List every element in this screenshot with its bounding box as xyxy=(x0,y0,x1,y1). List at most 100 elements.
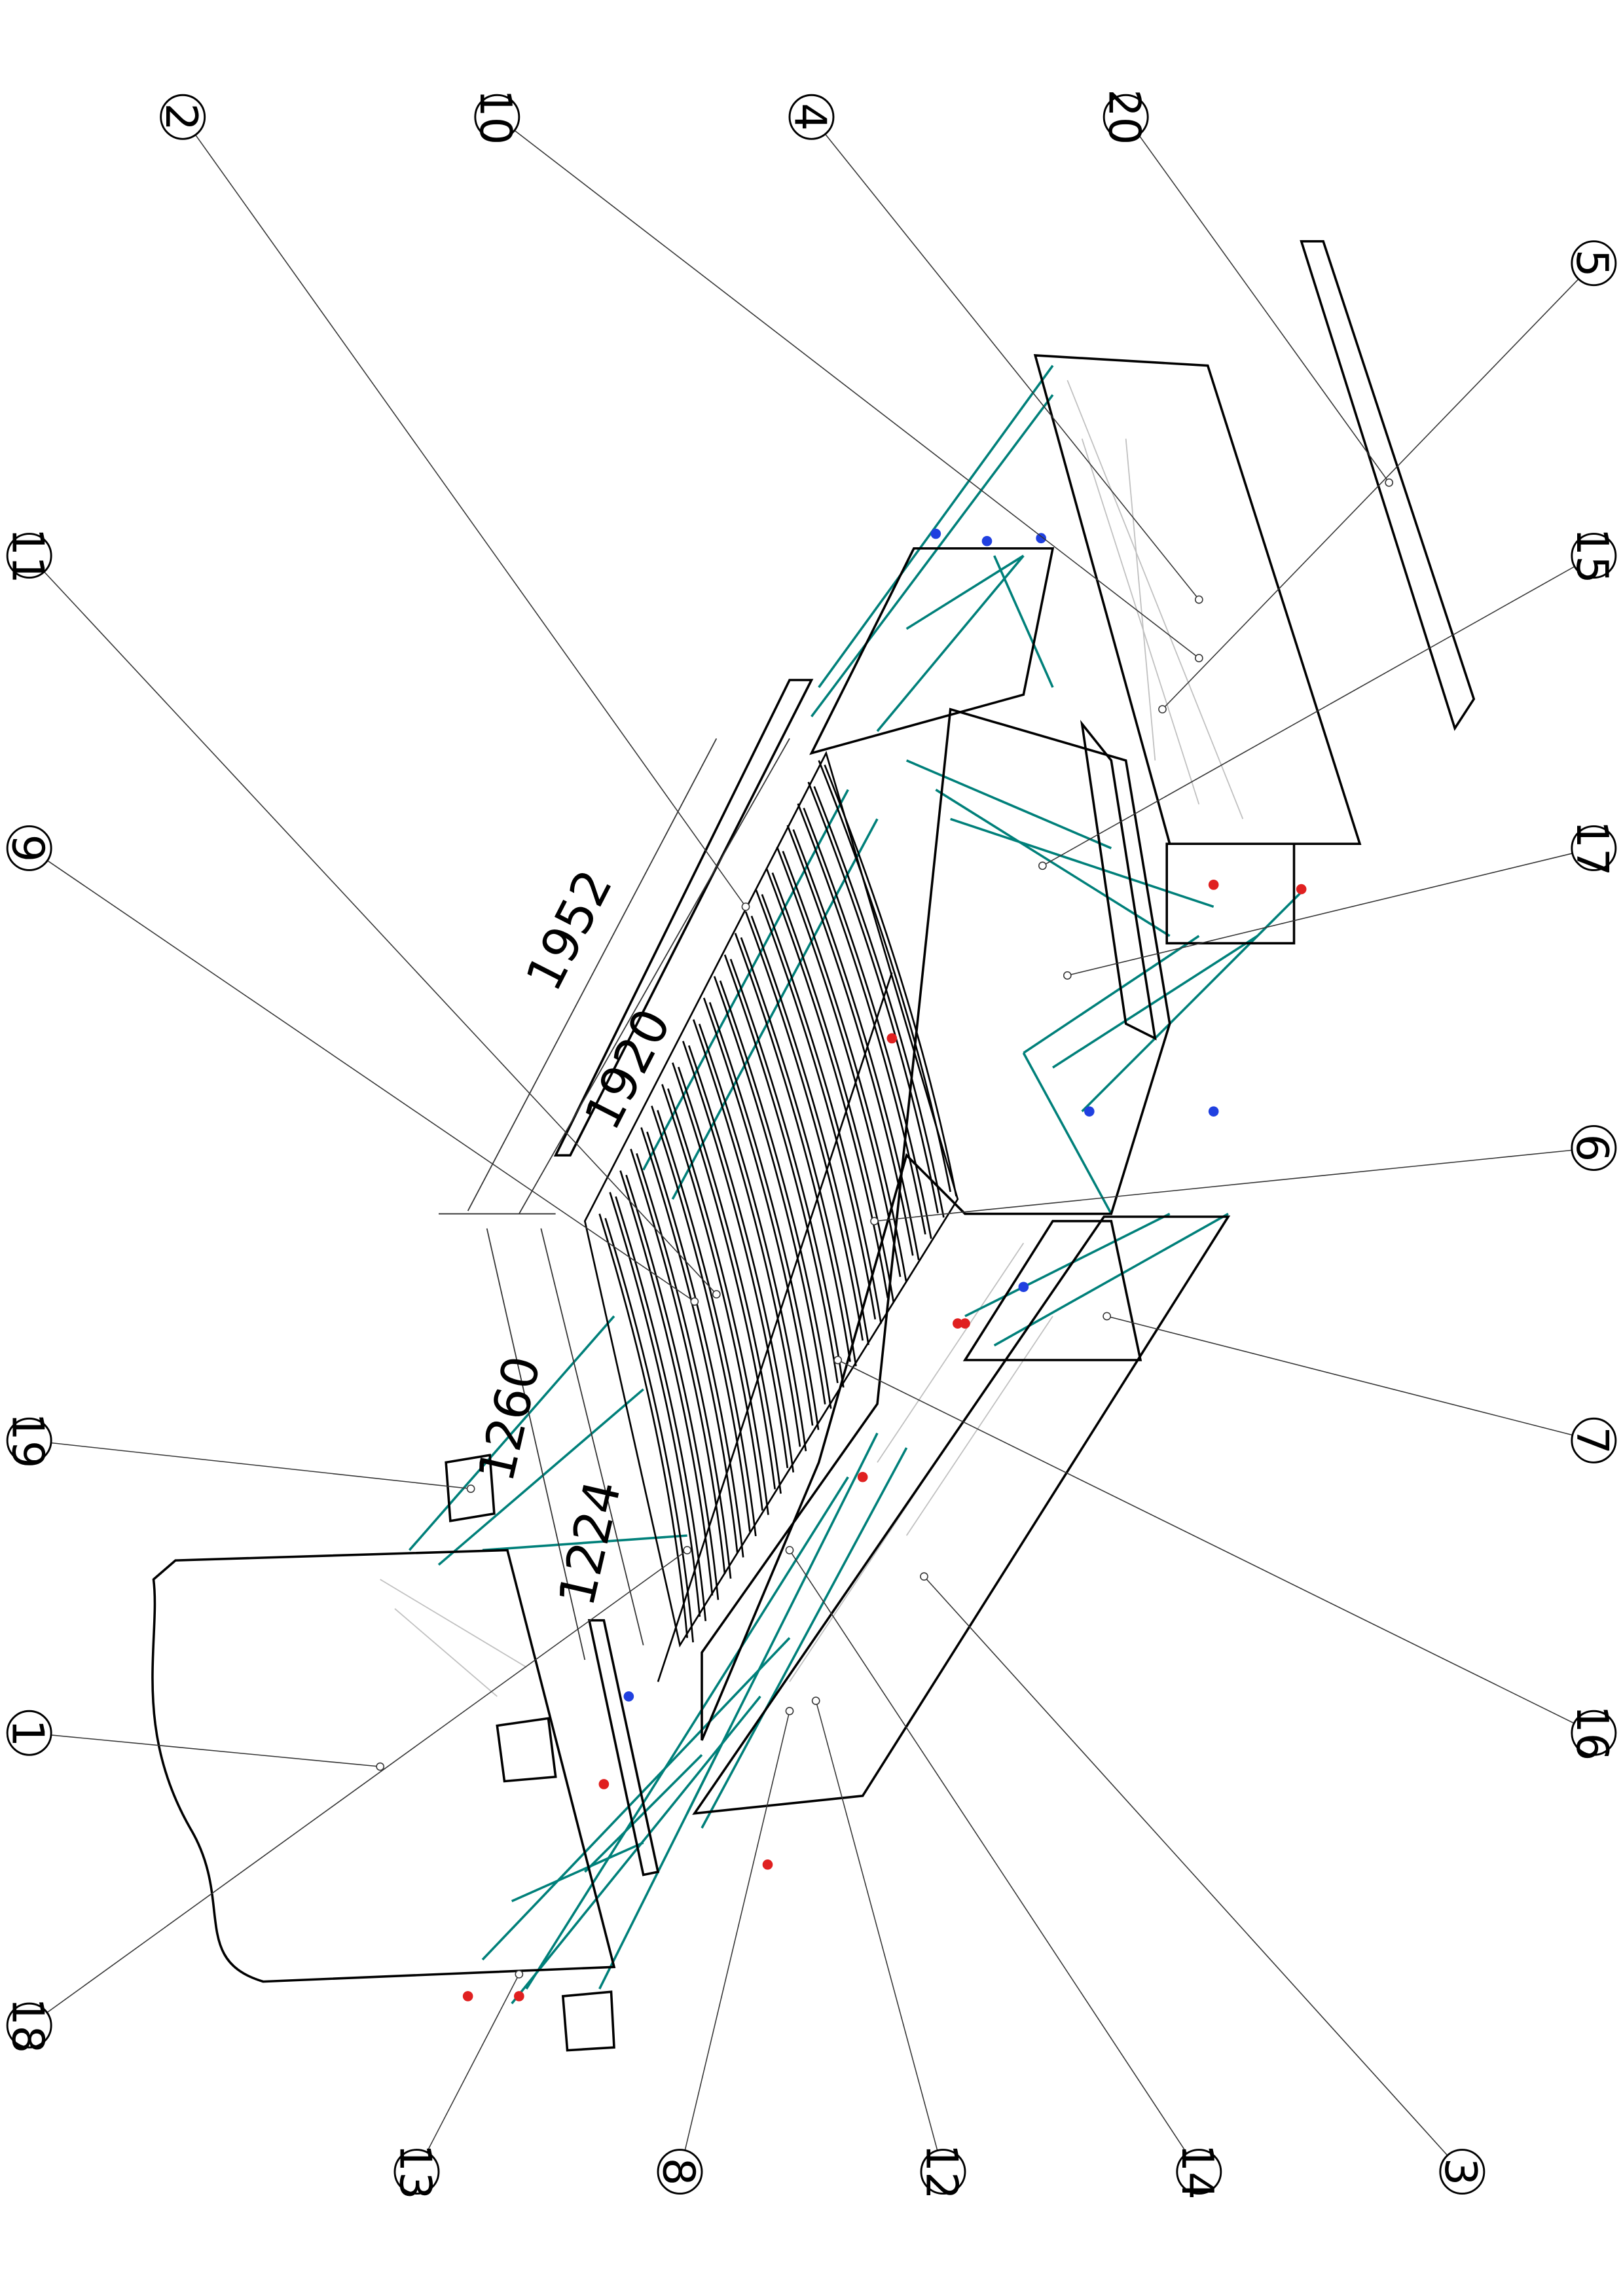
leader-dot xyxy=(870,1217,879,1226)
slat xyxy=(702,997,814,1426)
dowel-line xyxy=(1023,935,1200,1054)
slat xyxy=(677,1066,782,1494)
dowel-line xyxy=(818,365,1054,689)
leader-line xyxy=(1042,565,1575,867)
callout-circle xyxy=(657,2149,703,2195)
leader-line xyxy=(874,1149,1573,1222)
hidden-line xyxy=(394,1608,498,1697)
hidden-line xyxy=(380,1579,527,1668)
leader-line xyxy=(194,134,746,907)
callout-11: 11 xyxy=(2,528,53,583)
callout-circle xyxy=(160,94,206,140)
footboard-panel xyxy=(151,1549,616,1983)
screw-red xyxy=(886,1033,898,1044)
screw-red xyxy=(857,1471,868,1482)
dowel-line xyxy=(964,1212,1171,1318)
leader-line xyxy=(46,860,695,1302)
screw-red xyxy=(1208,879,1219,890)
leader-line xyxy=(1106,1316,1573,1436)
callout-label: 17 xyxy=(1567,820,1618,876)
callout-label: 20 xyxy=(1099,89,1150,145)
screw-blue xyxy=(930,528,941,539)
leader-dot xyxy=(712,1290,721,1299)
slat xyxy=(619,1170,714,1596)
callout-2: 2 xyxy=(156,94,207,140)
callout-label: 2 xyxy=(156,103,207,131)
slat xyxy=(723,954,839,1384)
slat-frame-center-rail xyxy=(657,972,893,1682)
dowel-line xyxy=(993,1212,1229,1347)
callout-circle xyxy=(788,94,835,140)
callout-14: 14 xyxy=(1172,2144,1223,2199)
callout-label: 18 xyxy=(2,1998,53,2053)
callout-17: 17 xyxy=(1567,820,1618,876)
slat xyxy=(698,1023,807,1452)
bracket-13 xyxy=(561,1990,615,2052)
callout-7: 7 xyxy=(1567,1417,1618,1463)
slat xyxy=(708,1001,820,1430)
slat xyxy=(740,937,857,1367)
hidden-line xyxy=(1125,439,1156,761)
callout-16: 16 xyxy=(1567,1705,1618,1761)
leader-line xyxy=(1067,853,1573,977)
callout-20: 20 xyxy=(1099,89,1150,145)
dowel-line xyxy=(993,555,1054,688)
callout-label: 15 xyxy=(1567,528,1618,583)
slat-frame xyxy=(583,751,959,1682)
slat xyxy=(771,872,895,1303)
slat xyxy=(598,1213,689,1638)
base-panel xyxy=(701,708,1171,1741)
hidden-line xyxy=(877,1242,1025,1463)
parts xyxy=(151,240,1476,2052)
leader-dot xyxy=(1194,654,1203,662)
leader-dot xyxy=(515,1970,524,1979)
screw-blue xyxy=(1084,1106,1095,1117)
slat xyxy=(687,1045,795,1473)
dowel-line xyxy=(481,1637,791,1961)
dowel-line xyxy=(642,789,849,1171)
screw-red xyxy=(598,1779,610,1789)
slat xyxy=(734,933,851,1362)
screw-blue xyxy=(623,1691,634,1702)
dimension-line-1920 xyxy=(519,738,790,1214)
dowel-line xyxy=(950,817,1214,908)
leader-dot xyxy=(1158,705,1167,714)
dowel-line xyxy=(876,554,1025,732)
callout-label: 19 xyxy=(2,1412,53,1468)
leader-line xyxy=(50,1734,380,1767)
leader-dot xyxy=(1385,478,1394,487)
headboard-panel xyxy=(1033,354,1362,846)
slat xyxy=(750,916,869,1346)
dowel-line xyxy=(1081,891,1302,1113)
callout-8: 8 xyxy=(653,2149,704,2195)
slat xyxy=(813,786,945,1218)
slat xyxy=(672,1062,776,1490)
leader-line xyxy=(514,130,1199,659)
leader-dot xyxy=(1103,1312,1111,1321)
leader-dot xyxy=(683,1546,692,1554)
screws xyxy=(462,528,1307,2001)
leader-line xyxy=(789,1550,1188,2154)
dimension-line-1260 xyxy=(486,1228,586,1660)
leader-dot xyxy=(833,1355,843,1365)
callout-circle xyxy=(1571,1417,1617,1463)
callout-label: 11 xyxy=(2,528,53,583)
screw-red xyxy=(953,1318,963,1329)
side-panel-bottom xyxy=(692,1215,1231,1815)
callout-label: 9 xyxy=(2,834,53,863)
leader-line xyxy=(837,1359,1575,1724)
inner-rail xyxy=(1080,719,1157,1041)
leader-dot xyxy=(690,1297,699,1306)
dowel-line xyxy=(671,818,879,1200)
callout-circle xyxy=(1176,2149,1222,2195)
hidden-lines xyxy=(380,380,1244,1697)
slat xyxy=(786,825,914,1256)
dowel-line xyxy=(525,1476,849,1990)
slat xyxy=(682,1041,789,1469)
leader-dot xyxy=(920,1572,928,1581)
callout-15: 15 xyxy=(1567,528,1618,583)
slat xyxy=(636,1153,732,1579)
callout-18: 18 xyxy=(2,1998,53,2053)
leader-dot xyxy=(376,1762,385,1771)
